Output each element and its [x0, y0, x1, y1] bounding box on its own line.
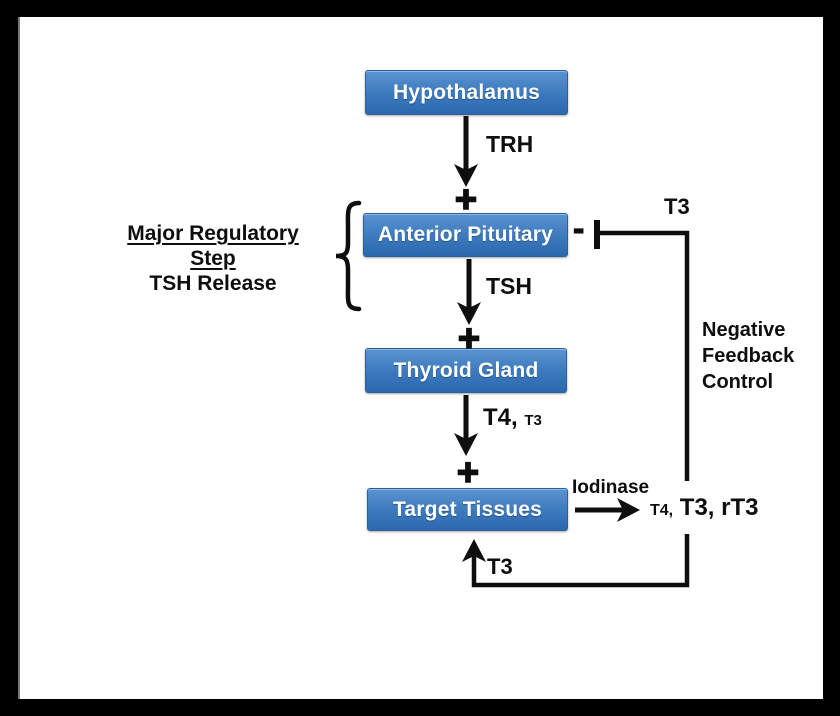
major-regulatory-line1: Major Regulatory Step: [127, 222, 299, 270]
feedback-t3-bottom-label: T3: [487, 554, 513, 579]
thyroid-gland-node: Thyroid Gland: [365, 348, 567, 393]
t4-plus-sign: +: [456, 452, 480, 494]
tsh-label: TSH: [486, 273, 532, 299]
major-regulatory-annotation: Major Regulatory Step TSH Release: [105, 221, 321, 296]
trh-label: TRH: [486, 131, 534, 157]
negative-feedback-annotation: Negative Feedback Control: [702, 319, 795, 393]
tsh-plus-sign: +: [457, 318, 481, 360]
feedback-t3-top-label: T3: [664, 194, 690, 219]
t4-t3-label: T4, T3: [483, 404, 542, 432]
inhibition-minus-sign: -: [572, 210, 585, 249]
trh-plus-sign: +: [454, 179, 478, 221]
hypothalamus-node: Hypothalamus: [365, 70, 568, 115]
iodinase-label: Iodinase: [572, 477, 650, 498]
target-tissues-node: Target Tissues: [367, 488, 568, 531]
t4-label-main: T4,: [483, 404, 518, 431]
t3-label-sub: T3: [524, 412, 542, 429]
major-regulatory-line2: TSH Release: [149, 272, 277, 295]
anterior-pituitary-node: Anterior Pituitary: [363, 213, 568, 257]
product-t3-rt3-large: T3, rT3: [679, 494, 759, 521]
conversion-products-label: T4, T3, rT3: [650, 494, 759, 522]
product-t4-small: T4,: [650, 502, 674, 519]
